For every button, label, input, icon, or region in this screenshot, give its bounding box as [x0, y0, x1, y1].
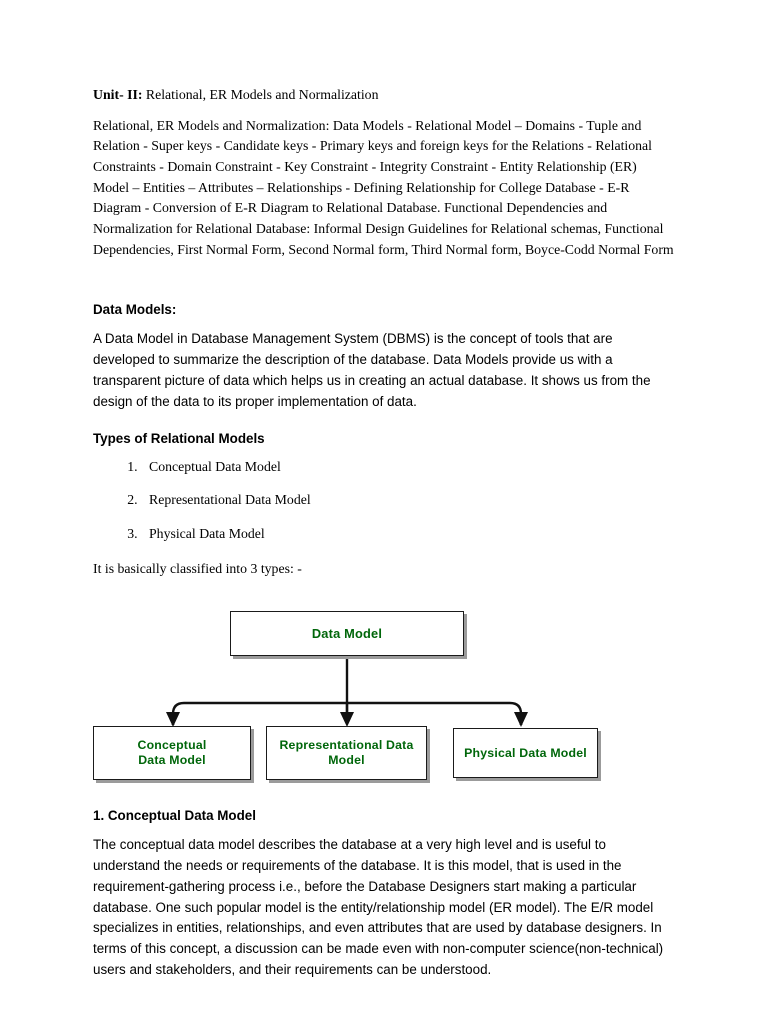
conceptual-section-paragraph: The conceptual data model describes the …: [93, 837, 664, 977]
spacer: [93, 446, 676, 458]
types-section-heading: Types of Relational Models: [93, 430, 265, 446]
diagram-node-label: Data Model: [311, 625, 383, 641]
types-list: Conceptual Data Model Representational D…: [93, 458, 676, 544]
spacer: [93, 317, 676, 329]
classified-note: It is basically classified into 3 types:…: [93, 561, 302, 577]
data-models-heading: Data Models:: [93, 302, 177, 318]
diagram-node-data-model: Data Model: [230, 611, 464, 657]
unit-heading-rest: Relational, ER Models and Normalization: [142, 87, 379, 102]
data-models-paragraph: A Data Model in Database Management Syst…: [93, 331, 651, 409]
spacer: [93, 413, 676, 431]
diagram-node-physical-data-model: Physical Data Model: [453, 728, 598, 779]
conceptual-section-heading: 1. Conceptual Data Model: [93, 808, 256, 824]
diagram-connectors: [166, 656, 528, 728]
arrowhead-left: [166, 712, 180, 728]
list-item: Conceptual Data Model: [141, 458, 676, 476]
syllabus-paragraph: Relational, ER Models and Normalization:…: [93, 117, 674, 257]
diagram-node-label: Conceptual Data Model: [137, 738, 207, 768]
data-model-flow-diagram: Data Model Conceptual Data Model Represe…: [93, 611, 676, 796]
diagram-node-label: Physical Data Model: [464, 745, 587, 760]
spacer: [93, 543, 676, 561]
spacer: [93, 577, 676, 611]
document-content: Unit- II: Relational, ER Models and Norm…: [93, 86, 676, 981]
arrowhead-right: [514, 712, 528, 728]
list-item: Representational Data Model: [141, 491, 676, 509]
spacer: [93, 260, 676, 302]
diagram-node-representational-data-model: Representational Data Model: [266, 726, 427, 781]
diagram-node-label: Representational Data Model: [279, 738, 414, 768]
arrowhead-center: [340, 712, 354, 728]
unit-heading: Unit- II: Relational, ER Models and Norm…: [93, 86, 676, 105]
unit-heading-prefix: Unit- II:: [93, 87, 143, 102]
list-item: Physical Data Model: [141, 525, 676, 543]
spacer: [93, 823, 676, 835]
spacer: [93, 796, 676, 808]
diagram-node-conceptual-data-model: Conceptual Data Model: [93, 726, 251, 781]
